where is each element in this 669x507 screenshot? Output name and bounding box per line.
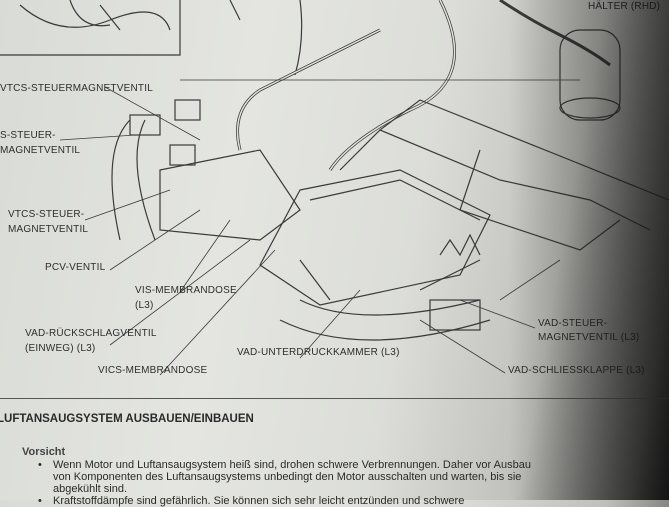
bullet-text: Wenn Motor und Luftansaugsystem heiß sin… [53,459,531,471]
label-vtcs-steuer-2: MAGNETVENTIL [8,224,89,235]
label-halter: HÄLTER (RHD) [588,1,661,12]
label-s-steuer-2: MAGNETVENTIL [0,145,81,156]
label-vtcs-steuer-1: VTCS-STEUER- [8,209,85,220]
label-vad-steuer-2: MAGNETVENTIL (L3) [538,332,640,343]
label-vad-steuer-1: VAD-STEUER- [538,318,608,329]
label-vics-membrandose: VICS-MEMBRANDOSE [98,365,208,376]
divider [0,398,669,399]
label-vad-schliessklappe: VAD-SCHLIESSKLAPPE (L3) [508,365,645,376]
label-vad-rueckschlagventil-1: VAD-RÜCKSCHLAGVENTIL [25,328,157,339]
bullet-text: Kraftstoffdämpfe sind gefährlich. Sie kö… [53,495,465,507]
label-pcv-ventil: PCV-VENTIL [45,262,106,273]
bullet-text: abgekühlt sind. [53,483,127,495]
bullet-text: von Komponenten des Luftansaugsystems un… [53,471,522,483]
label-vtcs-steuermagnetventil: VTCS-STEUERMAGNETVENTIL [0,83,153,94]
label-vad-rueckschlagventil-2: (EINWEG) (L3) [25,343,96,354]
label-vad-unterdruckkammer: VAD-UNTERDRUCKKAMMER (L3) [237,347,400,358]
section-heading: LUFTANSAUGSYSTEM AUSBAUEN/EINBAUEN [0,413,254,425]
label-vis-membrandose-2: (L3) [135,300,154,311]
label-s-steuer-1: S-STEUER- [0,130,56,141]
label-vis-membrandose-1: VIS-MEMBRANDOSE [135,285,237,296]
caution-title: Vorsicht [22,446,66,458]
